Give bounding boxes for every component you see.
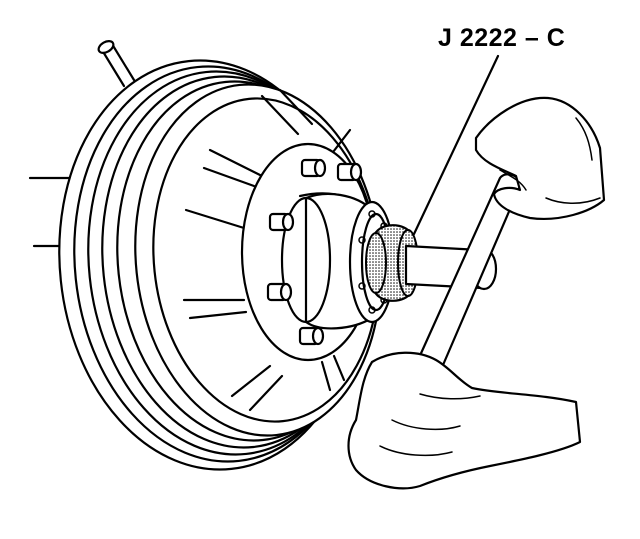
wheel-stud	[298, 326, 325, 346]
top-pin	[97, 40, 136, 88]
lower-hand	[347, 351, 582, 490]
callout-leader	[412, 54, 500, 236]
wheel-stud	[266, 282, 293, 302]
wheel-stud	[268, 212, 295, 232]
axle-lines	[28, 176, 74, 248]
tool-callout-label: J 2222 – C	[438, 24, 566, 52]
wheel-studs	[266, 158, 363, 346]
upper-hand	[474, 96, 606, 220]
drive-handle	[404, 173, 522, 374]
wheel-stud	[300, 158, 327, 178]
wheel-stud	[336, 162, 363, 182]
